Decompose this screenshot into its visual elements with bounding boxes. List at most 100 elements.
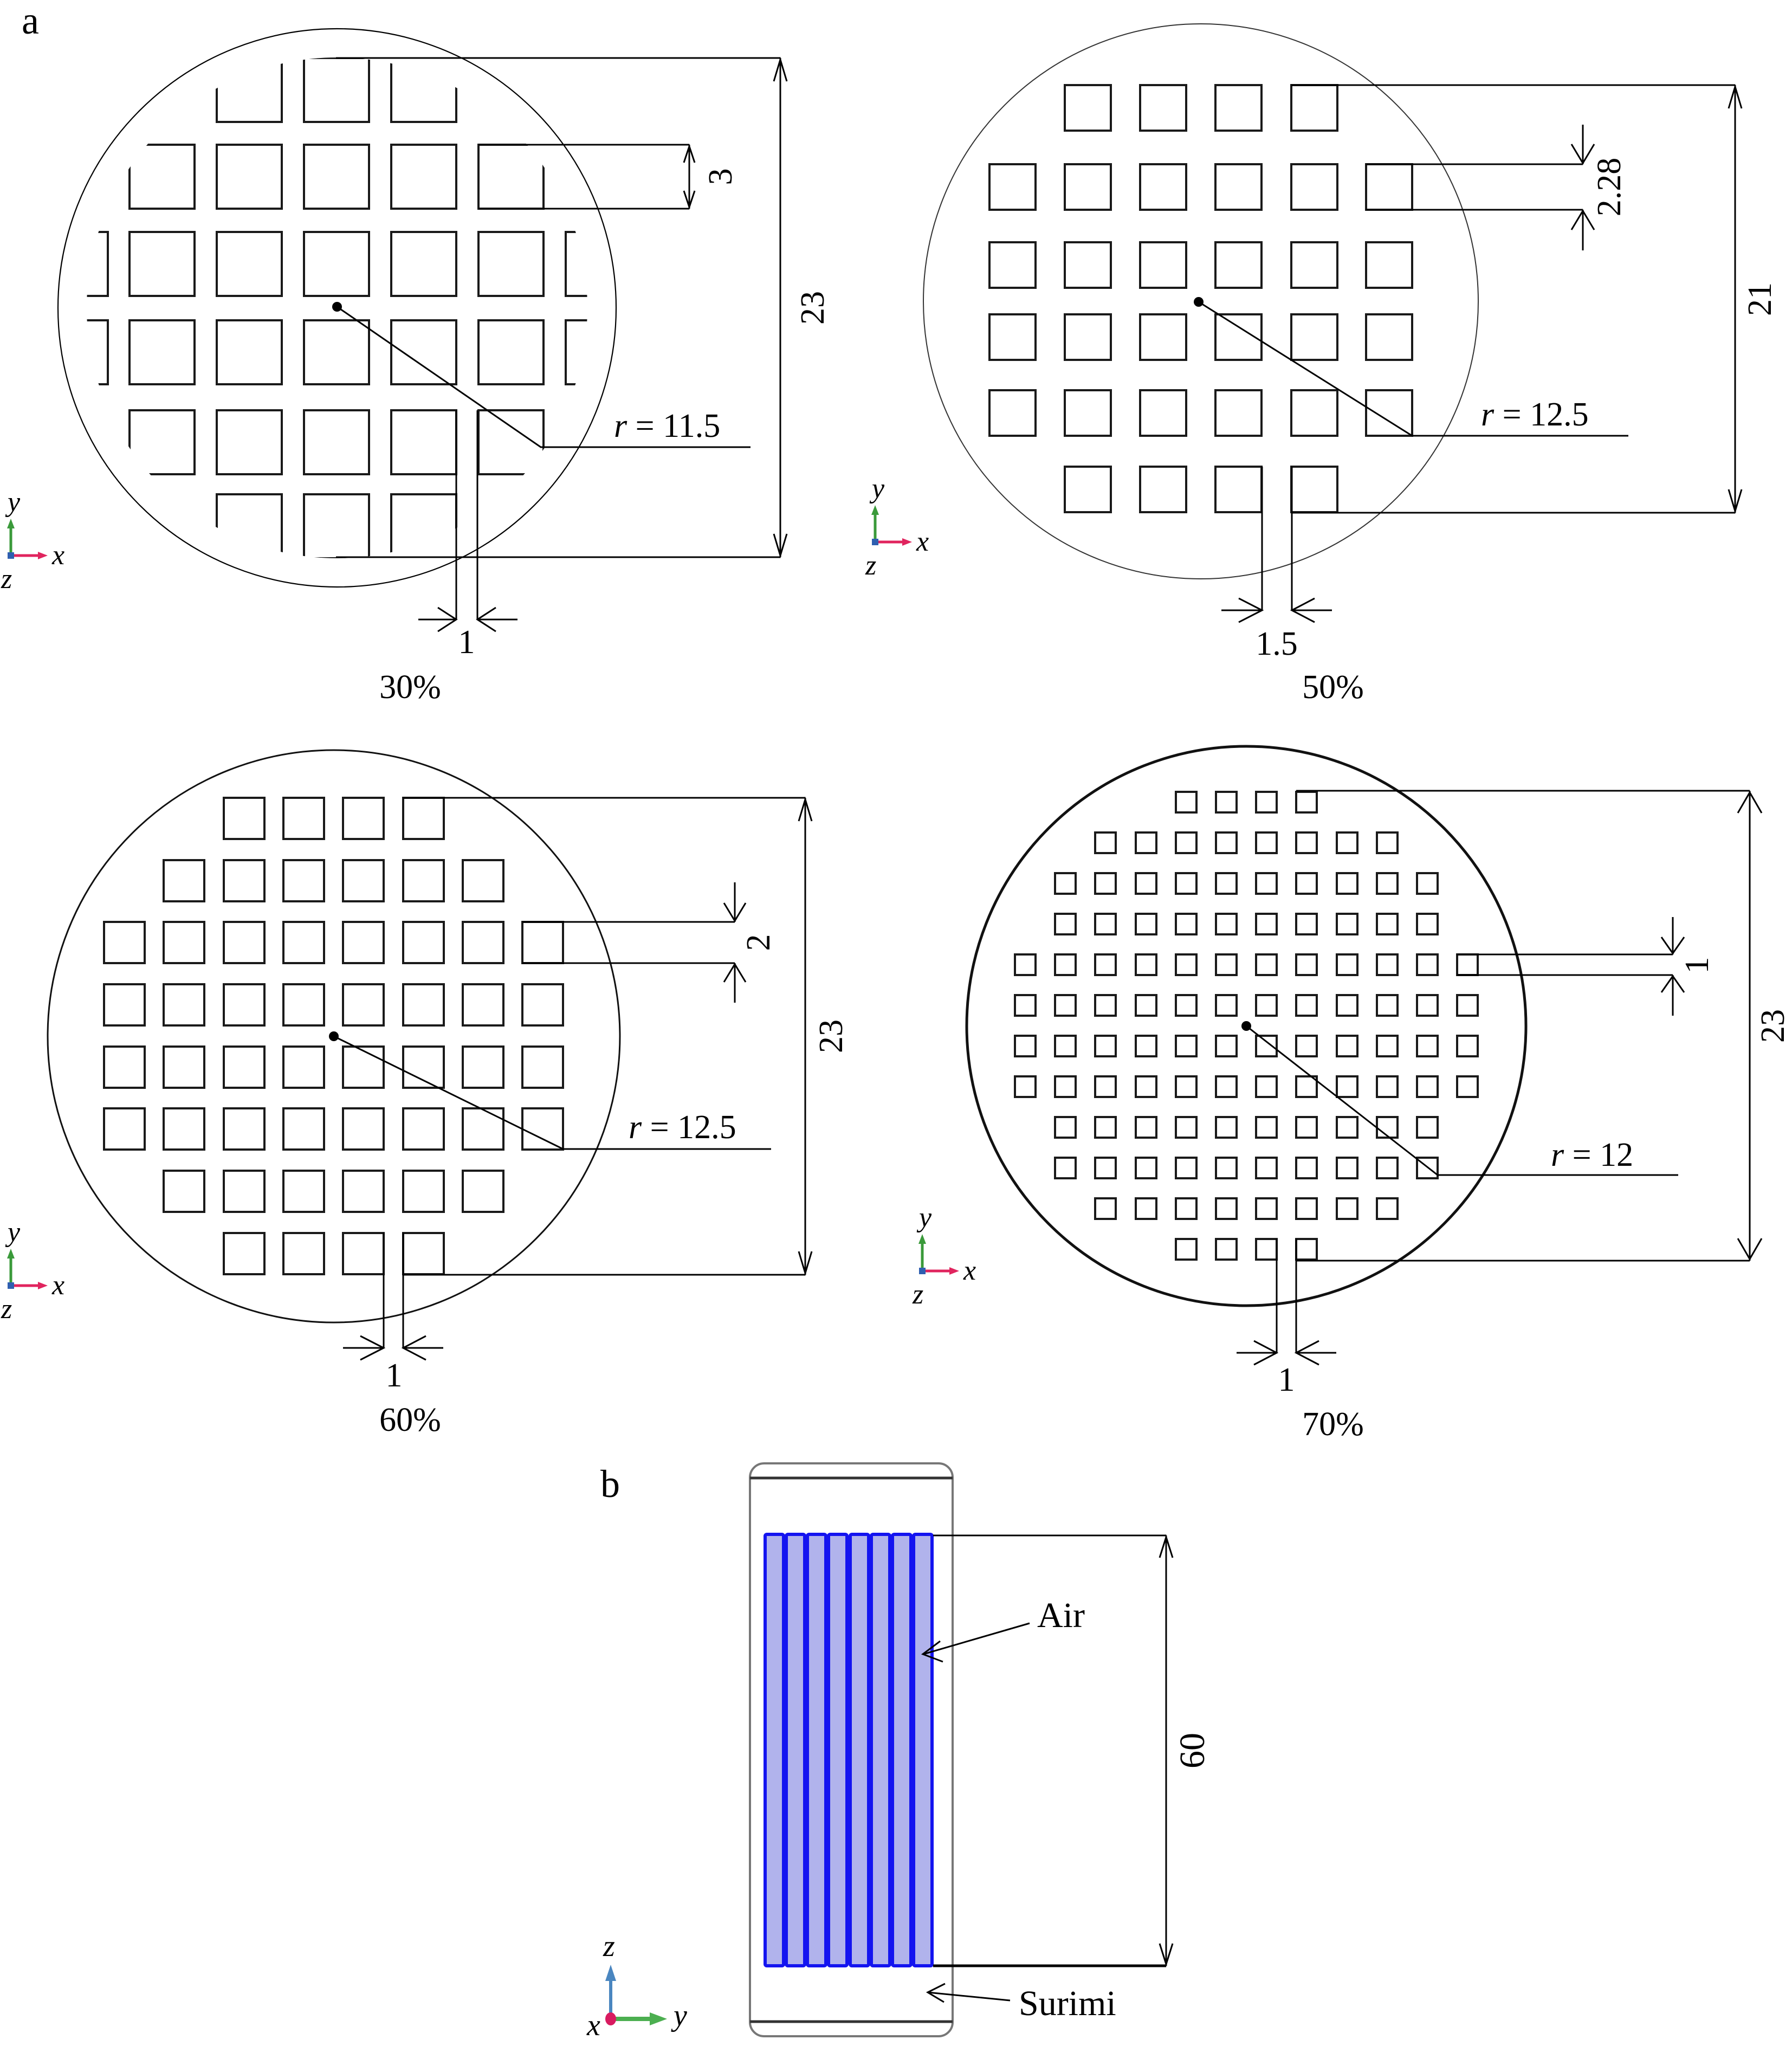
hole-square (1290, 389, 1338, 437)
air-channel (764, 1533, 785, 1967)
air-channel (870, 1533, 891, 1967)
arrowhead-left-icon (1290, 597, 1315, 623)
hole-square (390, 57, 457, 123)
air-channel (891, 1533, 913, 1967)
hole-square (1295, 791, 1318, 814)
outer-circle (57, 28, 617, 588)
arrowhead-up-icon (773, 56, 788, 82)
radius-label: r = 12 (1551, 1137, 1633, 1173)
hole-square (163, 1045, 205, 1089)
hole-square (1376, 1035, 1399, 1057)
arrowhead-up-icon (1660, 974, 1685, 993)
axis-label-z: z (912, 1279, 923, 1310)
surimi-cylinder-outline (749, 1462, 954, 2037)
hole-square (1365, 389, 1413, 437)
hole-square (1215, 791, 1238, 814)
hole-square (1139, 389, 1187, 437)
hole-square (223, 921, 266, 964)
hole-square (1255, 1035, 1278, 1057)
hole-square (223, 1170, 266, 1213)
axis-label-z: z (865, 550, 876, 581)
axis-label-z: z (1, 1294, 12, 1325)
panel-caption: 50% (1302, 669, 1364, 706)
hole-square (462, 859, 504, 902)
hole-square (1295, 953, 1318, 976)
hole-square (1255, 913, 1278, 935)
hole-square (988, 163, 1037, 211)
panel-50-percent: r = 12.5 21 2.28 1.5 50% y x (865, 23, 1778, 706)
hole-square (1139, 163, 1187, 211)
hole-square (1135, 913, 1157, 935)
axis-label-x: x (916, 526, 929, 557)
hole-square (223, 1045, 266, 1089)
hole-square (216, 57, 283, 123)
axis-label-z: z (603, 1929, 615, 1963)
hole-square (163, 1170, 205, 1213)
panel-caption: 60% (379, 1402, 441, 1438)
hole-square (282, 1170, 325, 1213)
dim-gap-label: 1 (458, 624, 475, 661)
hole-square (1416, 872, 1439, 895)
hole-square (163, 1107, 205, 1151)
dim-height-label: 23 (794, 291, 831, 325)
hole-square (342, 1107, 385, 1151)
hole-square (1064, 241, 1112, 289)
z-arrowhead-icon (605, 1965, 616, 1981)
dim-hole-label: 2 (740, 934, 777, 951)
hole-square (342, 983, 385, 1027)
hole-square (303, 319, 370, 385)
hole-square (1376, 913, 1399, 935)
hole-square (342, 859, 385, 902)
hole-square (1054, 1157, 1077, 1179)
arrowhead-down-icon (1159, 1943, 1174, 1967)
radius-leader-line (337, 306, 751, 448)
hole-square (1135, 831, 1157, 854)
hole-square (1175, 791, 1198, 814)
arrowhead-down-icon (1728, 489, 1743, 514)
hole-square (1054, 994, 1077, 1017)
hole-square (477, 319, 545, 385)
y-arrowhead-icon (7, 519, 15, 528)
arrowhead-left-icon (1294, 1340, 1319, 1366)
hole-square (342, 1045, 385, 1089)
hole-square (1014, 1075, 1037, 1098)
hole-square (1255, 831, 1278, 854)
dim-gap-label: 1 (1278, 1361, 1295, 1398)
hole-square (1416, 913, 1439, 935)
axis-label-x: x (51, 540, 64, 571)
hole-grid (1014, 791, 1479, 1261)
dim-hole-label: 3 (702, 169, 739, 185)
hole-square (1215, 872, 1238, 895)
air-channel (912, 1533, 934, 1967)
arrowhead-right-icon (1253, 1340, 1279, 1366)
panel-caption: 70% (1302, 1406, 1364, 1443)
hole-square (1094, 1075, 1117, 1098)
panel-30-percent: r = 11.5 23 3 1 30% y x (1, 28, 831, 706)
hole-square (1215, 1116, 1238, 1139)
hole-square (1295, 913, 1318, 935)
hole-square (1376, 872, 1399, 895)
radius-label: r = 11.5 (614, 408, 720, 444)
air-channel (785, 1533, 806, 1967)
arrowhead-down-icon (723, 902, 747, 922)
hole-square (1416, 994, 1439, 1017)
hole-square (1255, 953, 1278, 976)
hole-square (1255, 791, 1278, 814)
axis-label-x: x (963, 1255, 976, 1286)
hole-square (1295, 1035, 1318, 1057)
axis-label-y: y (671, 1999, 687, 2032)
hole-square (1135, 1157, 1157, 1179)
hole-square (1295, 1116, 1318, 1139)
hole-square (1336, 1116, 1358, 1139)
hole-square (1215, 1197, 1238, 1220)
hole-square (1014, 1035, 1037, 1057)
hole-square (1139, 466, 1187, 513)
arrowhead-down-icon (683, 190, 696, 210)
hole-square (1215, 1157, 1238, 1179)
z-axis-marker-icon (919, 1268, 926, 1274)
hole-square (462, 921, 504, 964)
surimi-label: Surimi (1019, 1984, 1116, 2023)
arrowhead-up-icon (1728, 83, 1743, 109)
hole-square (1295, 1238, 1318, 1261)
hole-square (1215, 1238, 1238, 1261)
